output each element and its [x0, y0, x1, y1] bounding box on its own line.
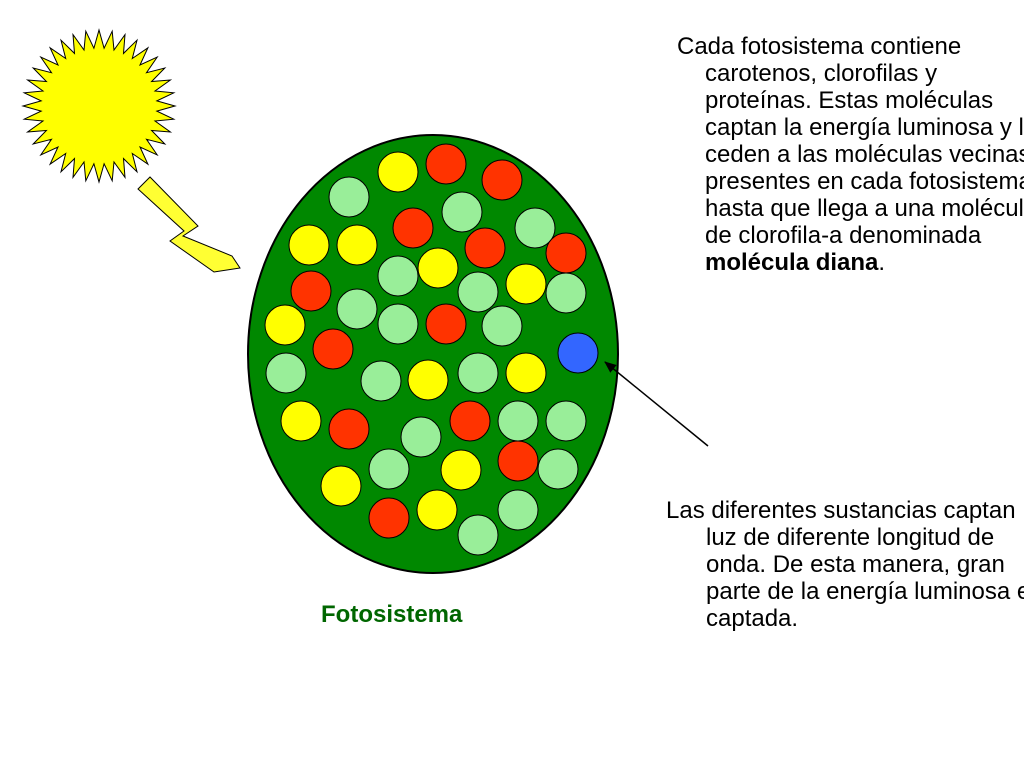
- carotene-molecule: [407, 359, 449, 401]
- protein-molecule: [336, 288, 378, 330]
- chlorophyll-molecule: [368, 497, 410, 539]
- chlorophyll-molecule: [425, 143, 467, 185]
- protein-molecule: [497, 489, 539, 531]
- chlorophyll-molecule: [464, 227, 506, 269]
- protein-molecule: [537, 448, 579, 490]
- target-molecule: [557, 332, 599, 374]
- protein-molecule: [368, 448, 410, 490]
- carotene-molecule: [336, 224, 378, 266]
- protein-molecule: [481, 305, 523, 347]
- protein-molecule: [265, 352, 307, 394]
- protein-molecule: [441, 191, 483, 233]
- protein-molecule: [514, 207, 556, 249]
- lightning-icon: [137, 176, 241, 273]
- chlorophyll-molecule: [425, 303, 467, 345]
- description-paragraph-2: Las diferentes sustancias captan luz de …: [666, 497, 1024, 632]
- carotene-molecule: [416, 489, 458, 531]
- chlorophyll-molecule: [290, 270, 332, 312]
- carotene-molecule: [264, 304, 306, 346]
- arrow-icon: [604, 361, 709, 447]
- description-end: .: [878, 249, 886, 276]
- molecules-group: [264, 143, 599, 556]
- carotene-molecule: [505, 263, 547, 305]
- carotene-molecule: [440, 449, 482, 491]
- protein-molecule: [400, 416, 442, 458]
- chlorophyll-molecule: [481, 159, 523, 201]
- target-molecule-term: molécula diana: [705, 249, 879, 276]
- sun-icon: [21, 28, 177, 184]
- protein-molecule: [360, 360, 402, 402]
- protein-molecule: [377, 255, 419, 297]
- photosystem-caption: Fotosistema: [321, 601, 463, 628]
- carotene-molecule: [280, 400, 322, 442]
- protein-molecule: [328, 176, 370, 218]
- carotene-molecule: [288, 224, 330, 266]
- carotene-molecule: [505, 352, 547, 394]
- carotene-molecule: [320, 465, 362, 507]
- protein-molecule: [457, 352, 499, 394]
- protein-molecule: [545, 272, 587, 314]
- chlorophyll-molecule: [312, 328, 354, 370]
- chlorophyll-molecule: [545, 232, 587, 274]
- chlorophyll-molecule: [328, 408, 370, 450]
- protein-molecule: [457, 271, 499, 313]
- protein-molecule: [545, 400, 587, 442]
- description-text: Cada fotosistema contiene carotenos, clo…: [677, 33, 1024, 249]
- carotene-molecule: [377, 151, 419, 193]
- protein-molecule: [497, 400, 539, 442]
- chlorophyll-molecule: [392, 207, 434, 249]
- chlorophyll-molecule: [497, 440, 539, 482]
- chlorophyll-molecule: [449, 400, 491, 442]
- protein-molecule: [377, 303, 419, 345]
- carotene-molecule: [417, 247, 459, 289]
- protein-molecule: [457, 514, 499, 556]
- description-paragraph-1: Cada fotosistema contiene carotenos, clo…: [677, 33, 1024, 276]
